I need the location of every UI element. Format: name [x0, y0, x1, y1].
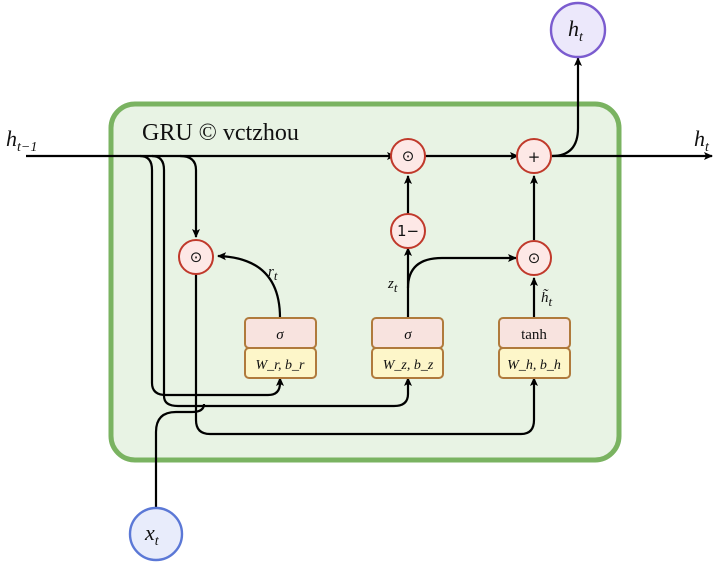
hadamard-reset-symbol: ⊙	[190, 248, 203, 266]
reset-gate: σ W_r, b_r	[244, 317, 317, 379]
cell-title: GRU © vctzhou	[142, 120, 299, 146]
label-z-t: zt	[387, 276, 398, 295]
reset-gate-activation: σ	[276, 327, 284, 343]
h-prev-to-reset-gate-wire	[139, 154, 284, 397]
hadamard-candidate-symbol: ⊙	[528, 249, 541, 267]
input-node-label: xt	[144, 520, 160, 549]
h-out-top-wire	[551, 57, 582, 158]
label-h-out-right: ht	[694, 126, 710, 155]
gru-cell-box	[108, 101, 622, 463]
z-t-to-candidate-product-wire	[406, 254, 517, 289]
r-t-wire	[217, 252, 282, 319]
plus-symbol: +	[528, 148, 541, 166]
hadamard-top: ⊙	[390, 138, 426, 174]
reset-product-to-candidate-wire	[194, 274, 538, 436]
candidate-gate-params: W_h, b_h	[507, 358, 561, 373]
output-node-label: ht	[568, 16, 584, 45]
hadamard-candidate: ⊙	[516, 240, 552, 276]
update-gate-activation: σ	[404, 327, 412, 343]
hadamard-reset: ⊙	[178, 239, 214, 275]
plus-node: +	[516, 138, 552, 174]
hadamard-top-symbol: ⊙	[402, 147, 415, 165]
label-h-tilde: h̃t	[541, 289, 553, 309]
label-h-prev: ht−1	[6, 126, 37, 155]
candidate-gate-activation: tanh	[521, 327, 547, 343]
output-node-h-t: ht	[549, 1, 607, 59]
candidate-gate: tanh W_h, b_h	[498, 317, 571, 379]
update-gate: σ W_z, b_z	[371, 317, 444, 379]
x-input-wire	[154, 403, 206, 508]
label-r-t: rt	[268, 264, 278, 283]
update-gate-params: W_z, b_z	[383, 358, 434, 373]
input-node-x-t: xt	[128, 506, 184, 562]
reset-gate-params: W_r, b_r	[255, 358, 305, 373]
h-prev-to-reset-wire	[179, 154, 200, 238]
h-prev-to-update-wire	[151, 154, 412, 408]
one-minus-symbol: 1−	[397, 222, 419, 240]
one-minus-node: 1−	[390, 213, 426, 249]
